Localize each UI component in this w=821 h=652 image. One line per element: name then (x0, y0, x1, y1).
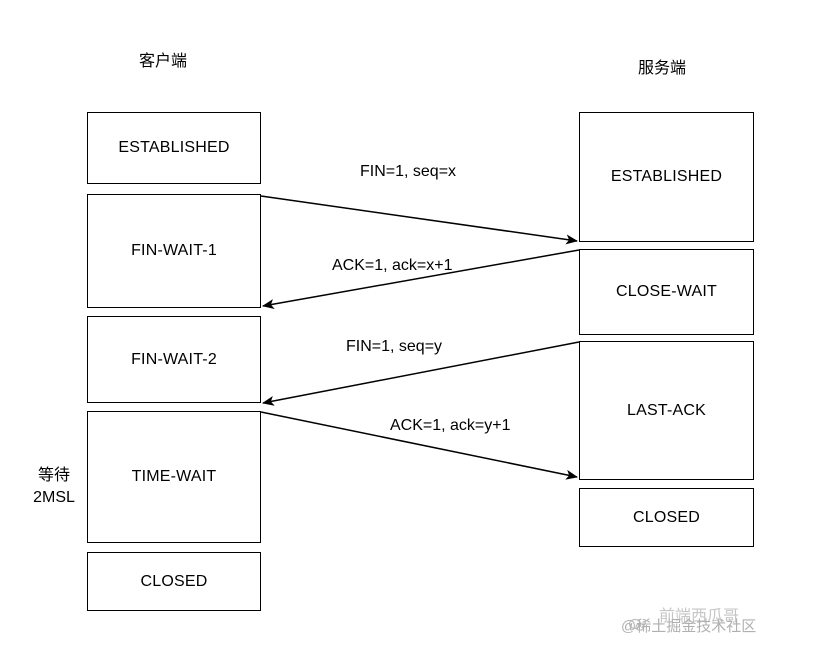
message-label-ack-y1: ACK=1, ack=y+1 (390, 417, 511, 434)
message-label-ack-x1: ACK=1, ack=x+1 (332, 257, 453, 274)
wait-2msl-note: 等待 2MSL (24, 465, 84, 509)
wait-note-line2: 2MSL (33, 489, 75, 506)
watermark-line2: @稀土掘金技术社区 (621, 618, 757, 635)
client-state-closed: CLOSED (87, 552, 261, 611)
server-state-close-wait: CLOSE-WAIT (579, 249, 754, 335)
wait-note-line1: 等待 (37, 467, 70, 484)
arrow-ack-y1 (260, 411, 578, 480)
arrow-fin-x (260, 195, 578, 245)
message-label-fin-y: FIN=1, seq=y (346, 338, 443, 355)
server-state-established: ESTABLISHED (579, 112, 754, 242)
arrow-fin-y (262, 341, 580, 406)
message-label-fin-x: FIN=1, seq=x (360, 163, 457, 180)
client-state-time-wait: TIME-WAIT (87, 411, 261, 543)
arrow-ack-x1 (262, 249, 580, 310)
client-state-fin-wait-2: FIN-WAIT-2 (87, 316, 261, 403)
server-title: 服务端 (637, 60, 686, 77)
client-state-established: ESTABLISHED (87, 112, 261, 184)
watermark: 前端西瓜哥 @稀土掘金技术社区 (621, 608, 799, 635)
client-title: 客户端 (138, 53, 187, 70)
wechat-icon (629, 618, 645, 631)
server-state-closed: CLOSED (579, 488, 754, 547)
server-state-last-ack: LAST-ACK (579, 341, 754, 480)
client-state-fin-wait-1: FIN-WAIT-1 (87, 194, 261, 308)
watermark-line1: 前端西瓜哥 (659, 608, 740, 625)
